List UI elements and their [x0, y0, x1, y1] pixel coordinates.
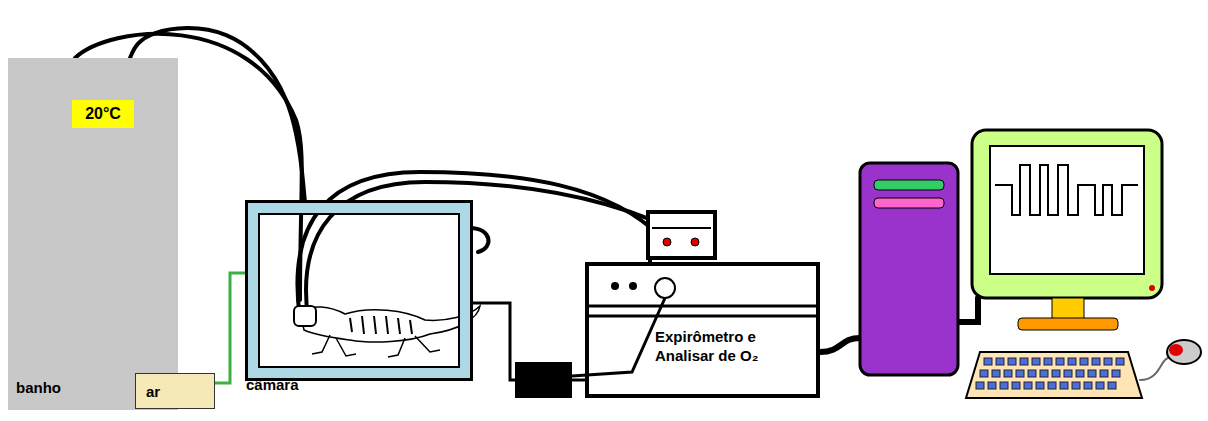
key — [1060, 382, 1068, 389]
respiratory-mask — [294, 306, 316, 326]
key — [1068, 358, 1076, 365]
key — [1112, 370, 1120, 377]
key — [1108, 382, 1116, 389]
monitor — [972, 130, 1162, 298]
drive-slot — [874, 198, 944, 208]
node-label: 20°C — [85, 105, 121, 123]
analyser: Expirômetro e Analisar de O₂ — [585, 262, 820, 398]
key — [1016, 370, 1024, 377]
water-bath: banho 20°C — [8, 58, 178, 410]
key — [1084, 382, 1092, 389]
node-label: câmara — [246, 376, 299, 393]
key — [1020, 358, 1028, 365]
computer-cable — [820, 338, 860, 352]
mouse-cable — [1140, 358, 1168, 380]
key — [984, 358, 992, 365]
node-label: ar — [146, 383, 160, 400]
drive-slot — [874, 180, 944, 190]
mouse-button — [1169, 344, 1183, 356]
monitor-screen — [990, 146, 1144, 274]
key — [1008, 358, 1016, 365]
key — [1032, 358, 1040, 365]
key — [1100, 370, 1108, 377]
key — [1028, 370, 1036, 377]
panel-led — [611, 282, 619, 290]
key — [980, 370, 988, 377]
key — [1096, 382, 1104, 389]
chamber-hook — [470, 228, 488, 252]
key — [976, 382, 984, 389]
key — [1004, 370, 1012, 377]
wires — [75, 34, 1168, 380]
connector-wire — [470, 303, 585, 380]
key — [1000, 382, 1008, 389]
connector-wire — [215, 273, 248, 383]
key — [1012, 382, 1020, 389]
panel-divider — [587, 305, 818, 308]
monitor-stand — [1052, 298, 1084, 320]
lizard-stripes — [350, 316, 412, 334]
key — [992, 370, 1000, 377]
keyboard — [966, 352, 1142, 398]
key — [1104, 358, 1112, 365]
panel-socket — [655, 278, 675, 298]
key — [988, 382, 996, 389]
key — [996, 358, 1004, 365]
power-led — [1149, 285, 1155, 291]
panel-divider — [587, 315, 818, 318]
terminal — [691, 238, 699, 246]
key — [1092, 358, 1100, 365]
key — [1076, 370, 1084, 377]
lizard-legs — [312, 335, 440, 357]
key — [1036, 382, 1044, 389]
key — [1080, 358, 1088, 365]
key — [1056, 358, 1064, 365]
key — [1040, 370, 1048, 377]
waveform — [995, 165, 1138, 215]
key — [1064, 370, 1072, 377]
chamber: câmara — [248, 203, 470, 378]
monitor-cable — [958, 298, 978, 322]
key — [1044, 358, 1052, 365]
terminal — [663, 238, 671, 246]
key — [1072, 382, 1080, 389]
lizard — [294, 306, 480, 357]
panel-led — [629, 282, 637, 290]
key — [1052, 370, 1060, 377]
monitor-base — [1018, 318, 1118, 330]
key — [1024, 382, 1032, 389]
sensor-wire — [297, 172, 662, 318]
key — [1048, 382, 1056, 389]
air-pump: ar — [135, 373, 215, 409]
keyboard-keys — [976, 358, 1124, 389]
key — [1116, 358, 1124, 365]
computer-tower — [860, 163, 958, 375]
lizard-body — [300, 306, 480, 342]
amplifier-line — [652, 227, 711, 229]
computer — [860, 130, 1201, 398]
node-label: Expirômetro e Analisar de O₂ — [655, 328, 805, 366]
temperature-display: 20°C — [72, 100, 134, 128]
key — [1088, 370, 1096, 377]
amplifier-box — [648, 212, 715, 258]
mouse — [1167, 340, 1201, 364]
node-label: banho — [16, 379, 61, 396]
